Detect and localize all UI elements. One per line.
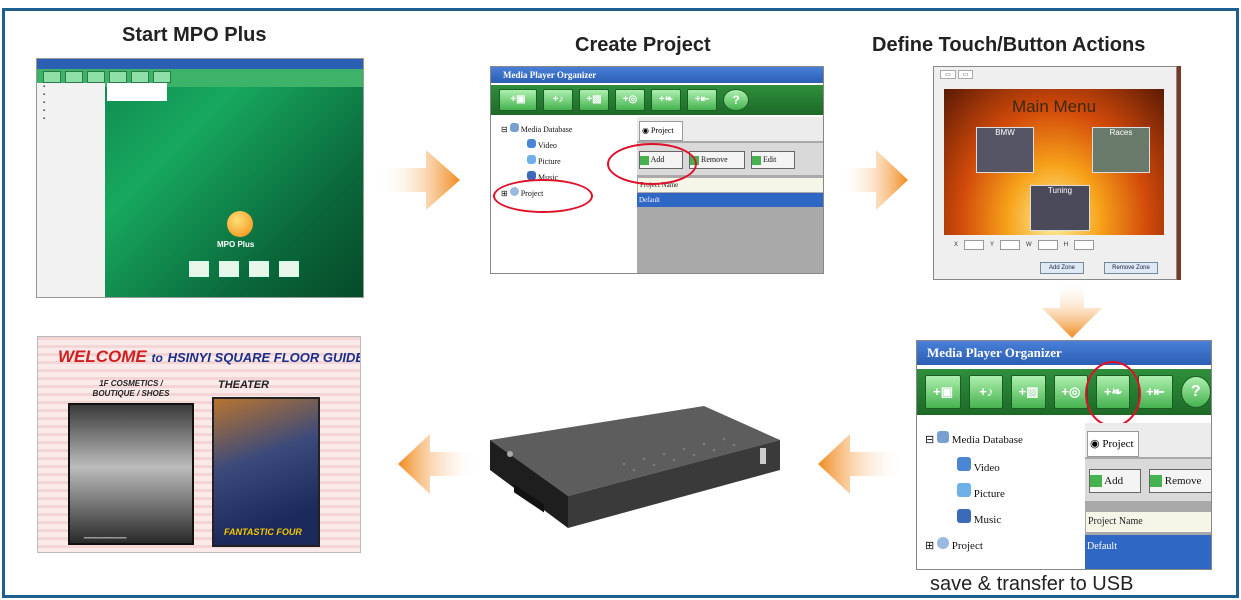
export-button[interactable]: +⇤: [687, 89, 717, 111]
mpo-titlebar: [37, 59, 363, 69]
tree-item-picture[interactable]: Picture: [957, 483, 1005, 500]
thumb-races[interactable]: Races: [1092, 127, 1150, 173]
cosmetics-poster: ▁▁▁▁▁▁▁▁▁▁▁: [68, 403, 194, 545]
database-icon: [509, 123, 519, 132]
tree-item-video[interactable]: Video: [957, 457, 1000, 474]
fire-scene: Main Menu BMW Races Tuning: [944, 89, 1164, 235]
table-header-project-name: Project Name: [1085, 511, 1211, 533]
arrow-left-icon: [398, 434, 478, 494]
screen-edge: [1177, 66, 1181, 280]
highlight-oval-save: [1085, 361, 1141, 427]
add-project-button[interactable]: +❧: [651, 89, 681, 111]
media-player-device: [490, 406, 780, 528]
add-button[interactable]: Add: [1089, 469, 1141, 493]
edit-icon: [752, 155, 761, 165]
welcome-title: WELCOME to HSINYI SQUARE FLOOR GUIDE: [58, 347, 361, 366]
help-button[interactable]: ?: [723, 89, 749, 111]
table-row-default[interactable]: Default: [1085, 535, 1211, 569]
table-header-project-name: Project Name: [637, 177, 823, 193]
mpo-media-icons: [189, 261, 299, 277]
mpo-toolbar: [37, 69, 363, 87]
save-window: Media Player Organizer +▣ +♪ +▨ +◎ +❧ +⇤…: [916, 340, 1212, 570]
help-button[interactable]: ?: [1180, 376, 1211, 408]
define-tabs: ▭▭: [940, 70, 974, 79]
movie-poster: FANTASTIC FOUR: [212, 397, 320, 547]
highlight-oval-add: [607, 143, 697, 185]
highlight-oval-project: [493, 179, 593, 213]
picture-icon: [527, 155, 536, 164]
arrow-down-icon: [1042, 280, 1102, 338]
export-button[interactable]: +⇤: [1138, 375, 1173, 409]
tab-project[interactable]: ◉ Project: [639, 121, 683, 141]
music-icon: [957, 509, 971, 523]
welcome-floor-guide-display: WELCOME to HSINYI SQUARE FLOOR GUIDE 1F …: [37, 336, 361, 553]
project-pane: ◉ Project Add Remove Project Name Defaul…: [1085, 423, 1211, 569]
tree-item-media-database[interactable]: ⊟ Media Database: [501, 123, 573, 134]
add-video-button[interactable]: +▣: [925, 375, 962, 409]
arrow-right-icon: [840, 150, 908, 210]
mpo-sidebar: ▪▪▪▪▪: [37, 83, 105, 297]
mpo-start-screen: ▪▪▪▪▪ MPO Plus: [36, 58, 364, 298]
thumb-tuning[interactable]: Tuning: [1030, 185, 1090, 231]
edit-button[interactable]: Edit: [751, 151, 795, 169]
tree-item-music[interactable]: Music: [957, 509, 1001, 526]
window-title: Media Player Organizer: [491, 67, 823, 83]
window-title: Media Player Organizer: [917, 341, 1211, 365]
video-icon: [957, 457, 971, 471]
create-project-window: Media Player Organizer +▣ +♪ +▨ +◎ +❧ +⇤…: [490, 66, 824, 274]
window-toolbar: +▣ +♪ +▨ +◎ +❧ +⇤ ?: [917, 369, 1211, 415]
tree-item-picture[interactable]: Picture: [527, 155, 561, 166]
remove-button[interactable]: Remove: [689, 151, 745, 169]
cosmetics-label: 1F COSMETICS / BOUTIQUE / SHOES: [92, 379, 170, 398]
arrow-right-icon: [378, 150, 460, 210]
label-create-project: Create Project: [575, 34, 711, 56]
poster-caption-small: ▁▁▁▁▁▁▁▁▁▁▁: [84, 533, 127, 539]
mpo-tab-panel: [107, 83, 167, 101]
label-start-mpo-plus: Start MPO Plus: [122, 24, 267, 46]
remove-icon: [1150, 475, 1162, 488]
tree-item-music[interactable]: Music: [527, 171, 558, 182]
tree-item-project[interactable]: ⊞ Project: [925, 537, 983, 552]
add-zone-button[interactable]: Add Zone: [1040, 262, 1084, 274]
add-picture-button[interactable]: +▨: [1011, 375, 1046, 409]
tab-project[interactable]: ◉ Project: [1087, 431, 1139, 457]
table-row-default[interactable]: Default: [637, 193, 823, 207]
add-disc-button[interactable]: +◎: [615, 89, 645, 111]
music-icon: [527, 171, 536, 180]
add-icon: [1090, 475, 1102, 488]
video-icon: [527, 139, 536, 148]
save-transfer-caption: save & transfer to USB: [930, 573, 1134, 595]
theater-label: THEATER: [218, 379, 270, 391]
media-tree: ⊟ Media Database Video Picture Music ⊞ P…: [917, 423, 1083, 569]
mpo-logo-icon: [227, 211, 253, 237]
database-icon: [936, 431, 949, 443]
thumb-bmw[interactable]: BMW: [976, 127, 1034, 173]
add-music-button[interactable]: +♪: [969, 375, 1004, 409]
add-picture-button[interactable]: +▨: [579, 89, 609, 111]
arrow-left-icon: [818, 434, 904, 494]
tree-item-video[interactable]: Video: [527, 139, 557, 150]
project-pane: ◉ Project Add Remove Edit Project Name D…: [637, 117, 823, 273]
picture-icon: [957, 483, 971, 497]
add-video-button[interactable]: +▣: [499, 89, 537, 111]
project-icon: [936, 537, 949, 549]
movie-poster-title: FANTASTIC FOUR: [224, 527, 302, 537]
add-disc-button[interactable]: +◎: [1053, 375, 1088, 409]
label-define-actions: Define Touch/Button Actions: [872, 34, 1146, 56]
tree-item-media-database[interactable]: ⊟ Media Database: [925, 431, 1023, 446]
main-menu-heading: Main Menu: [1011, 97, 1097, 116]
window-toolbar: +▣ +♪ +▨ +◎ +❧ +⇤ ?: [491, 85, 823, 115]
remove-button[interactable]: Remove: [1149, 469, 1211, 493]
mpo-logo-text: MPO Plus: [217, 240, 255, 249]
add-music-button[interactable]: +♪: [543, 89, 573, 111]
remove-zone-button[interactable]: Remove Zone: [1104, 262, 1158, 274]
